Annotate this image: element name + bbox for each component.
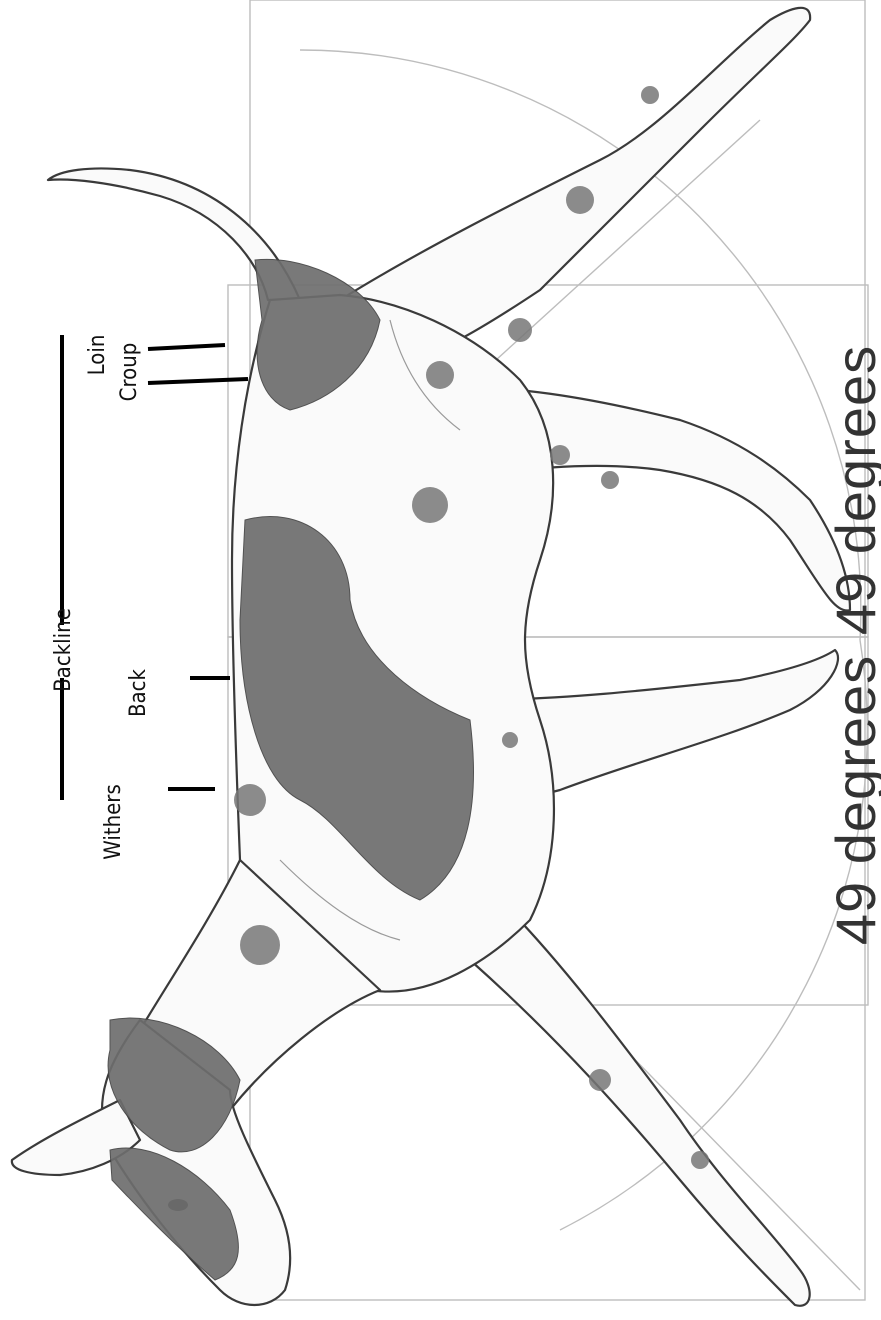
dog-spot [566, 186, 594, 214]
front-angle-label: 49 degrees [824, 655, 881, 945]
dog-spot [426, 361, 454, 389]
dog-spot [234, 784, 266, 816]
dog-spot [508, 318, 532, 342]
dog-spot [641, 86, 659, 104]
croup-tick [148, 379, 248, 383]
dog-illustration [12, 8, 850, 1306]
dog-spot [691, 1151, 709, 1169]
rear-angle-label: 49 degrees [824, 345, 881, 635]
dog-spot [601, 471, 619, 489]
dog-spot [550, 445, 570, 465]
backline-bracket: Backline [51, 335, 76, 800]
dog-spot [589, 1069, 611, 1091]
croup-label: Croup [117, 343, 142, 402]
dog-spot [412, 487, 448, 523]
dog-spot [240, 925, 280, 965]
loin-tick [148, 345, 225, 349]
backline-label: Backline [51, 608, 76, 692]
withers-label: Withers [101, 784, 126, 860]
loin-label: Loin [85, 335, 110, 376]
dog-front-leg-outer [470, 900, 810, 1306]
back-label: Back [126, 668, 151, 717]
dog-spot [502, 732, 518, 748]
